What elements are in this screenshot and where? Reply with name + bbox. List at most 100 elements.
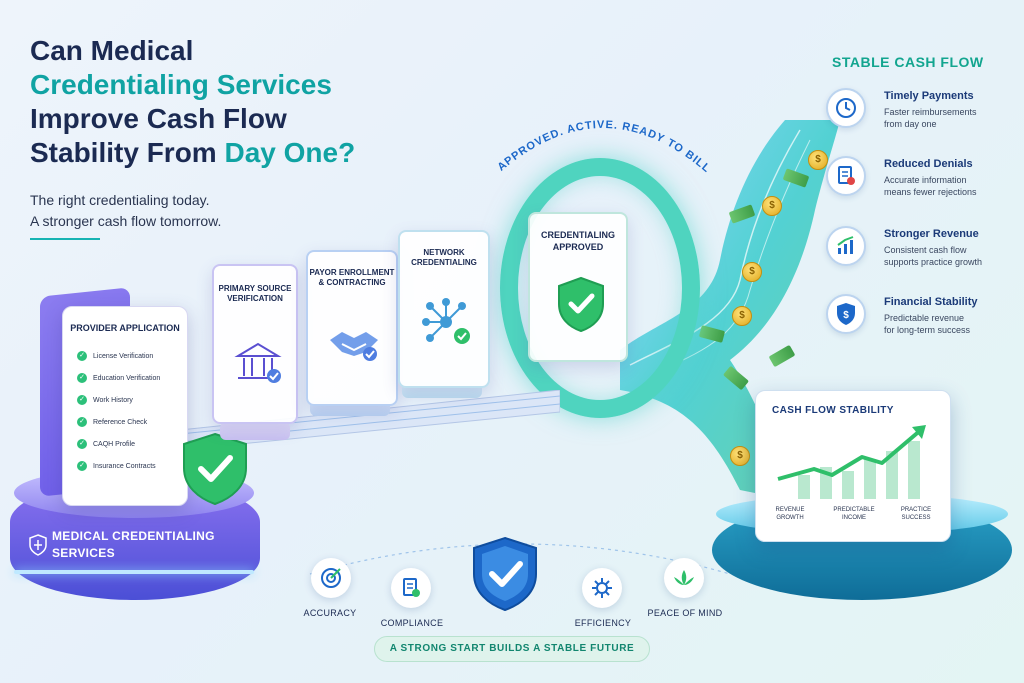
benefit-timely-payments: Timely Payments Faster reimbursements fro… — [826, 88, 1016, 138]
cash-flow-label-line: GROWTH — [776, 514, 804, 521]
check-icon: ✓ — [77, 439, 87, 449]
cash-flow-label-line: SUCCESS — [901, 514, 931, 521]
benefit-desc-1: Accurate information — [884, 175, 967, 185]
step-label: NETWORK CREDENTIALING — [411, 248, 477, 268]
dollar-shield-icon: $ — [826, 294, 866, 334]
coin-icon: $ — [732, 306, 752, 326]
benefit-desc-2: means fewer rejections — [884, 187, 977, 198]
check-icon: ✓ — [77, 461, 87, 471]
application-item: ✓ Education Verification — [77, 373, 160, 383]
headline-line-4: Stability From Day One? — [30, 136, 450, 170]
application-item: ✓ Work History — [77, 395, 133, 405]
step-card-approved: CREDENTIALING APPROVED — [528, 212, 628, 362]
gear-icon — [582, 568, 622, 608]
application-item-label: Reference Check — [93, 418, 148, 426]
headline-line-1: Can Medical — [30, 35, 194, 66]
growth-chart-icon — [777, 425, 926, 499]
benefit-desc-2: from day one — [884, 119, 937, 130]
benefit-desc-1: Consistent cash flow — [884, 245, 967, 255]
provider-application-title: PROVIDER APPLICATION — [70, 323, 180, 333]
check-icon: ✓ — [77, 395, 87, 405]
subline-2: A stronger cash flow tomorrow. — [30, 213, 222, 229]
handshake-icon — [330, 332, 378, 361]
svg-text:$: $ — [843, 310, 849, 321]
building-icon — [234, 342, 282, 383]
clock-icon — [826, 88, 866, 128]
coin-icon: $ — [730, 446, 750, 466]
network-icon — [422, 298, 470, 344]
application-item: ✓ License Verification — [77, 351, 153, 361]
shield-check-icon — [558, 276, 604, 332]
bottom-banner: A STRONG START BUILDS A STABLE FUTURE — [374, 636, 650, 662]
cash-flow-label-line: INCOME — [842, 514, 866, 521]
benefit-financial-stability: $ Financial Stability Predictable revenu… — [826, 294, 1016, 344]
benefit-desc: Faster reimbursements from day one — [884, 106, 1014, 130]
benefit-title: Reduced Denials — [884, 158, 973, 170]
subline: The right credentialing today. A stronge… — [30, 190, 221, 232]
benefit-desc: Predictable revenue for long-term success — [884, 312, 1014, 336]
check-icon: ✓ — [77, 417, 87, 427]
application-item-label: Insurance Contracts — [93, 462, 156, 470]
cash-flow-label-line: PREDICTABLE — [833, 507, 875, 513]
platform-label-line-2: SERVICES — [52, 546, 115, 561]
center-shield-check-icon — [473, 536, 537, 612]
compliance-icon — [391, 568, 431, 608]
headline-line-2: Credentialing Services — [30, 69, 332, 101]
provider-application-card: PROVIDER APPLICATION ✓ License Verificati… — [62, 306, 188, 506]
benefit-desc-1: Predictable revenue — [884, 313, 965, 323]
step-label: PRIMARY SOURCE VERIFICATION — [218, 284, 292, 304]
platform-label: MEDICAL CREDENTIALING SERVICES — [52, 528, 252, 563]
benefit-title: Timely Payments — [884, 90, 974, 102]
check-icon: ✓ — [77, 351, 87, 361]
step-label: PAYOR ENROLLMENT & CONTRACTING — [309, 268, 395, 288]
lotus-icon — [664, 558, 704, 598]
step-card-payor-enrollment: PAYOR ENROLLMENT & CONTRACTING — [306, 250, 398, 406]
benefit-title: Stronger Revenue — [884, 228, 979, 240]
cash-flow-card-title: CASH FLOW STABILITY — [772, 405, 894, 416]
subline-1: The right credentialing today. — [30, 192, 210, 208]
application-item-label: Work History — [93, 396, 133, 404]
bar-chart-icon — [826, 226, 866, 266]
stable-cash-flow-title: STABLE CASH FLOW — [832, 54, 984, 70]
benefit-reduced-denials: Reduced Denials Accurate information mean… — [826, 156, 1016, 206]
subline-underline — [30, 238, 100, 240]
value-label-peace-of-mind: PEACE OF MIND — [647, 608, 723, 618]
coin-icon: $ — [762, 196, 782, 216]
application-item: ✓ CAQH Profile — [77, 439, 135, 449]
step-card-network: NETWORK CREDENTIALING — [398, 230, 490, 388]
step-label: CREDENTIALING APPROVED — [541, 230, 615, 252]
document-check-icon — [826, 156, 866, 196]
benefit-desc-2: for long-term success — [884, 325, 971, 336]
value-label-compliance: COMPLIANCE — [380, 618, 444, 628]
step-pedestal — [220, 422, 290, 440]
application-item: ✓ Insurance Contracts — [77, 461, 156, 471]
medical-shield-icon — [29, 534, 47, 556]
benefit-title: Financial Stability — [884, 296, 978, 308]
cash-flow-label-line: REVENUE — [775, 507, 805, 513]
step-card-primary-source: PRIMARY SOURCE VERIFICATION — [212, 264, 298, 424]
application-item-label: License Verification — [93, 352, 154, 360]
headline-line-4a: Stability From — [30, 137, 225, 169]
coin-icon: $ — [742, 262, 762, 282]
check-icon: ✓ — [77, 373, 87, 383]
benefit-desc: Accurate information means fewer rejectio… — [884, 174, 1014, 198]
value-label-accuracy: ACCURACY — [303, 608, 357, 618]
cash-flow-label-line: PRACTICE — [900, 507, 932, 513]
platform-glow — [14, 570, 254, 574]
value-label-efficiency: EFFICIENCY — [574, 618, 632, 628]
headline-line-4b: Day One? — [224, 137, 356, 169]
benefit-desc-1: Faster reimbursements — [884, 107, 977, 117]
application-item-label: Education Verification — [93, 374, 161, 382]
headline-line-3: Improve Cash Flow — [30, 103, 287, 135]
coin-icon: $ — [808, 150, 828, 170]
application-item-label: CAQH Profile — [93, 440, 136, 448]
green-shield-check-icon — [183, 432, 247, 506]
headline: Can Medical Credentialing Services Impro… — [30, 34, 450, 171]
platform-label-line-1: MEDICAL CREDENTIALING — [52, 529, 215, 543]
